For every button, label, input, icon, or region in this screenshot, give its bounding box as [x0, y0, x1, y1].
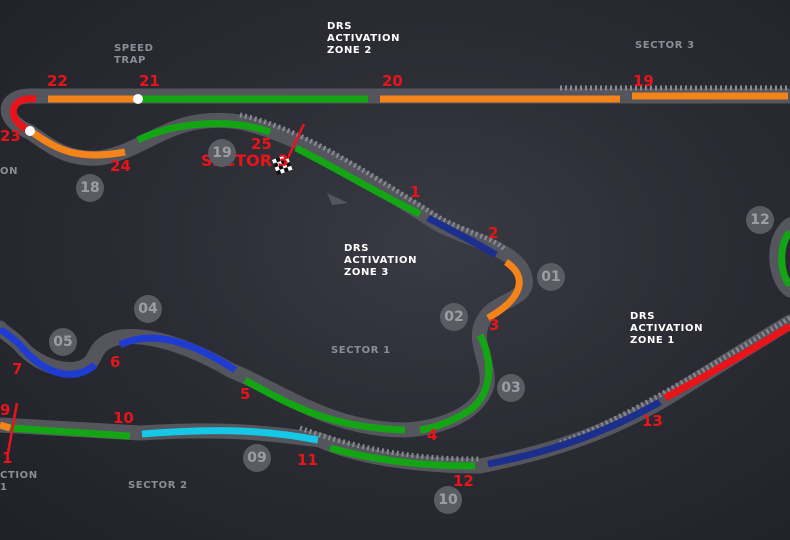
sector-2-label: SECTOR 2: [128, 480, 188, 491]
turn-3: 3: [489, 316, 500, 334]
marshal-post-05: 05: [49, 328, 77, 356]
turn-11: 11: [297, 451, 318, 469]
turn-10: 10: [113, 409, 134, 427]
segment-9-10: [9, 424, 131, 440]
segment-24-25: [136, 120, 272, 144]
segment-23-24: [29, 129, 126, 159]
segment-25-1: [294, 144, 422, 218]
marshal-post-01: 01: [537, 263, 565, 291]
segment-6-7: [0, 326, 98, 378]
turn-24: 24: [110, 157, 131, 175]
speed-trap-marker: [133, 94, 143, 104]
segment-11-12: [329, 444, 476, 470]
marshal-post-03: 03: [497, 374, 525, 402]
segment-22-23-red: [9, 95, 37, 134]
turn-5: 5: [240, 385, 251, 403]
turn-25: 25: [251, 135, 272, 153]
segment-13-end: [663, 323, 790, 402]
marshal-post-02: 02: [440, 303, 468, 331]
turn-7: 7: [12, 360, 23, 378]
turn-1-left-edge: 1: [2, 449, 13, 467]
turn-21: 21: [139, 72, 160, 90]
turn-22: 22: [47, 72, 68, 90]
turn-23: 23: [0, 127, 21, 145]
segment-right-edge: [778, 229, 790, 288]
segment-12-13: [487, 398, 662, 468]
segment-1-2: [426, 214, 498, 258]
sector-1-label: SECTOR 1: [331, 345, 391, 356]
segment-9-left: [0, 421, 12, 432]
segment-5-6: [118, 334, 237, 373]
turn-9: 9: [0, 401, 11, 419]
edge-on-label: ON: [0, 166, 19, 177]
turn-1: 1: [410, 183, 421, 201]
marshal-post-12: 12: [746, 206, 774, 234]
sector-3-label: SECTOR 3: [635, 40, 695, 51]
direction-arrow-icon: [327, 193, 348, 205]
segment-3-4: [419, 333, 493, 434]
turn-4: 4: [427, 426, 438, 444]
segment-4-5: [243, 376, 406, 434]
marshal-post-10: 10: [434, 486, 462, 514]
sector-line: [6, 402, 19, 454]
turn-20: 20: [382, 72, 403, 90]
turn-12: 12: [453, 472, 474, 490]
checkered-flag-icon: [272, 154, 293, 176]
marshal-post-09: 09: [243, 444, 271, 472]
turn-13: 13: [642, 412, 663, 430]
kerb-edges: [239, 85, 790, 462]
turn-2: 2: [488, 224, 499, 242]
segment-2-3: [486, 259, 523, 322]
marshal-post-19: 19: [208, 139, 236, 167]
turn-19: 19: [633, 72, 654, 90]
marshal-post-04: 04: [134, 295, 162, 323]
turn-23-marker: [25, 126, 35, 136]
turn-6: 6: [110, 353, 121, 371]
track-segments: [0, 92, 790, 470]
segment-10-11: [141, 427, 319, 444]
marshal-post-18: 18: [76, 174, 104, 202]
